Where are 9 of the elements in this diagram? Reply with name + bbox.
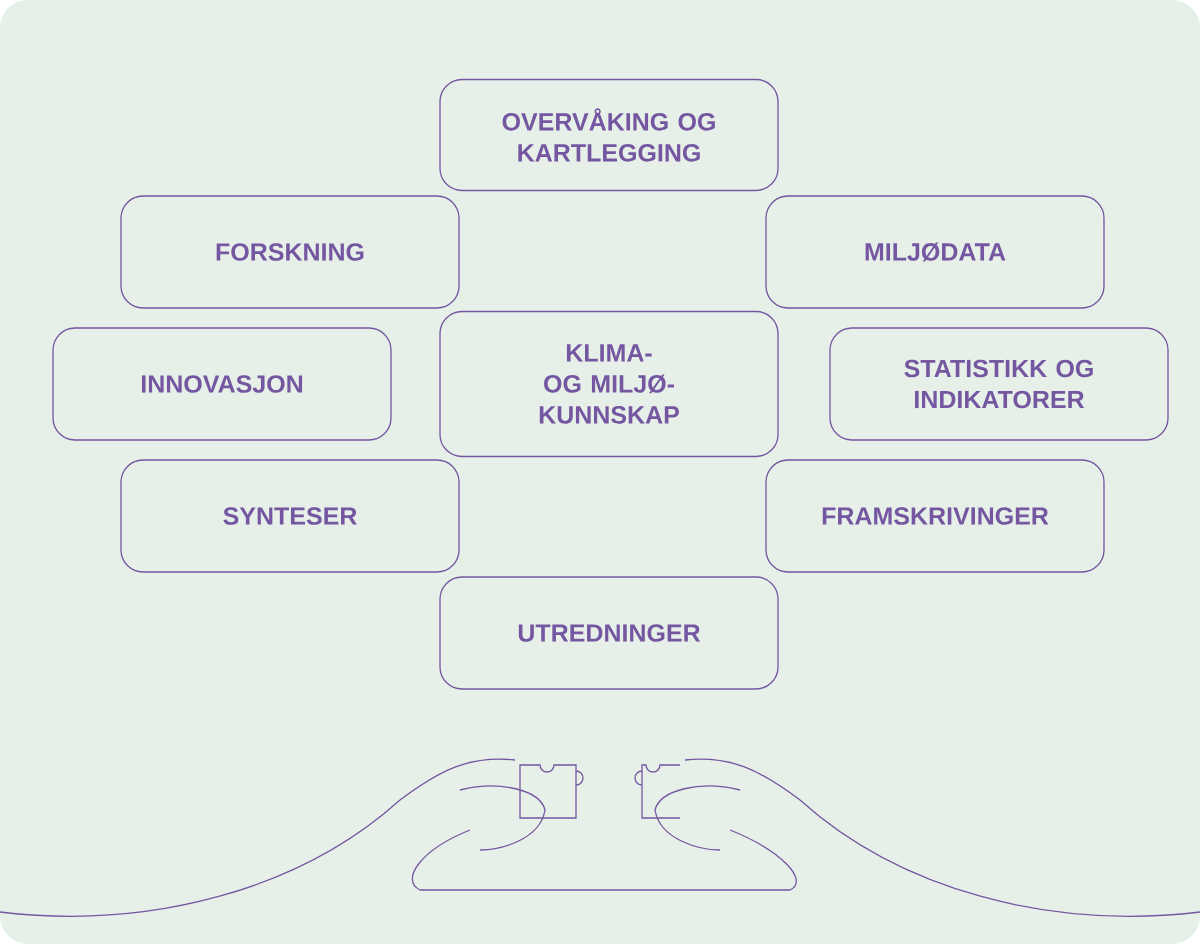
- text-box: FORSKNING: [120, 195, 460, 309]
- text-box: SYNTESER: [120, 459, 460, 573]
- text-box: OVERVÅKING OG KARTLEGGING: [439, 78, 779, 192]
- text-box: UTREDNINGER: [439, 576, 779, 690]
- text-box: STATISTIKK OG INDIKATORER: [829, 327, 1169, 441]
- text-box: FRAMSKRIVINGER: [765, 459, 1105, 573]
- text-box: KLIMA- OG MILJØ- KUNNSKAP: [439, 310, 779, 458]
- text-box: MILJØDATA: [765, 195, 1105, 309]
- text-box: INNOVASJON: [52, 327, 392, 441]
